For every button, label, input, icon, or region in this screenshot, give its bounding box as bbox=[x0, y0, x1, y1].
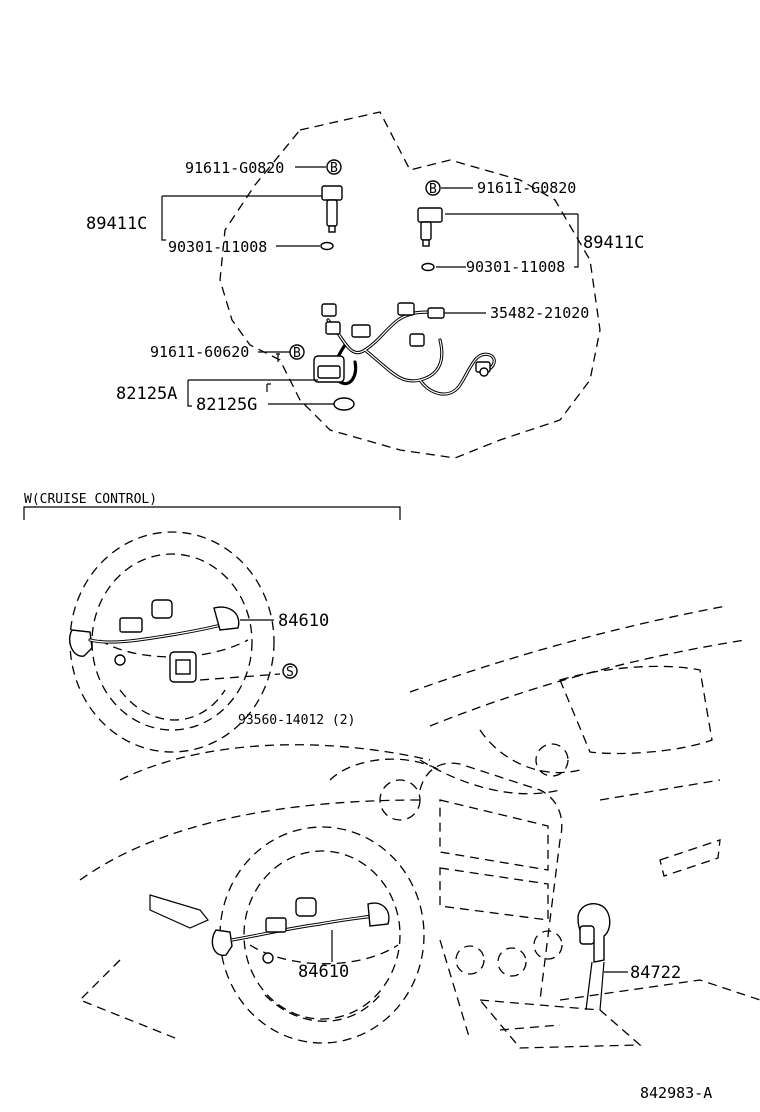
bolt-marker-text: B bbox=[429, 182, 437, 197]
switch-gasket bbox=[333, 397, 355, 411]
label-oring-right: 90301-11008 bbox=[466, 258, 565, 276]
dashboard-outline bbox=[79, 605, 746, 881]
sensor-bolt-marker-right: B bbox=[425, 180, 441, 197]
label-sensor-right: 89411C bbox=[583, 233, 644, 253]
center-console bbox=[419, 762, 760, 1049]
switch-bolt-marker: B bbox=[289, 344, 305, 361]
label-oring-left: 90301-11008 bbox=[168, 238, 267, 256]
oring-left bbox=[320, 241, 334, 251]
leaders-switch bbox=[187, 351, 334, 407]
label-sensor-bolt-left: 91611-G0820 bbox=[185, 159, 284, 177]
leader-screw bbox=[199, 673, 281, 681]
label-harness: 35482-21020 bbox=[490, 304, 589, 322]
label-switch-bolt: 91611-60620 bbox=[150, 343, 249, 361]
label-switch-sub: 82125G bbox=[196, 395, 257, 415]
drawing-number: 842983-A bbox=[640, 1084, 712, 1102]
section-bracket bbox=[23, 506, 401, 520]
leaders-right-sensor bbox=[436, 187, 579, 268]
steering-wheel-vehicle bbox=[78, 826, 425, 1044]
label-switch-assy: 82125A bbox=[116, 384, 177, 404]
speed-sensor-right[interactable] bbox=[417, 207, 443, 247]
shift-lever[interactable] bbox=[577, 902, 611, 1011]
pointer-arrow bbox=[149, 894, 209, 929]
cruise-control-switch-lower[interactable] bbox=[211, 897, 390, 964]
oring-right bbox=[421, 262, 435, 272]
label-cruise-switch-lower: 84610 bbox=[298, 962, 349, 982]
cruise-control-switch-upper[interactable] bbox=[68, 599, 240, 683]
transmission-outline bbox=[219, 111, 601, 459]
speed-sensor-left[interactable] bbox=[321, 185, 343, 233]
neutral-start-switch[interactable] bbox=[313, 355, 345, 383]
bolt-marker-text: B bbox=[293, 346, 301, 361]
label-sensor-bolt-right: 91611-G0820 bbox=[477, 179, 576, 197]
label-screw: 93560-14012 (2) bbox=[238, 713, 355, 728]
leaders-left-sensor bbox=[161, 166, 326, 247]
label-cruise-switch-upper: 84610 bbox=[278, 611, 329, 631]
label-shift-lever: 84722 bbox=[630, 963, 681, 983]
screw-marker: S bbox=[282, 663, 298, 680]
wire-harness[interactable] bbox=[321, 302, 496, 396]
label-sensor-left: 89411C bbox=[86, 214, 147, 234]
sensor-bolt-marker-left: B bbox=[326, 159, 342, 176]
section-title: W(CRUISE CONTROL) bbox=[24, 492, 157, 507]
bolt-marker-text: B bbox=[330, 161, 338, 176]
screw-marker-text: S bbox=[286, 665, 294, 680]
